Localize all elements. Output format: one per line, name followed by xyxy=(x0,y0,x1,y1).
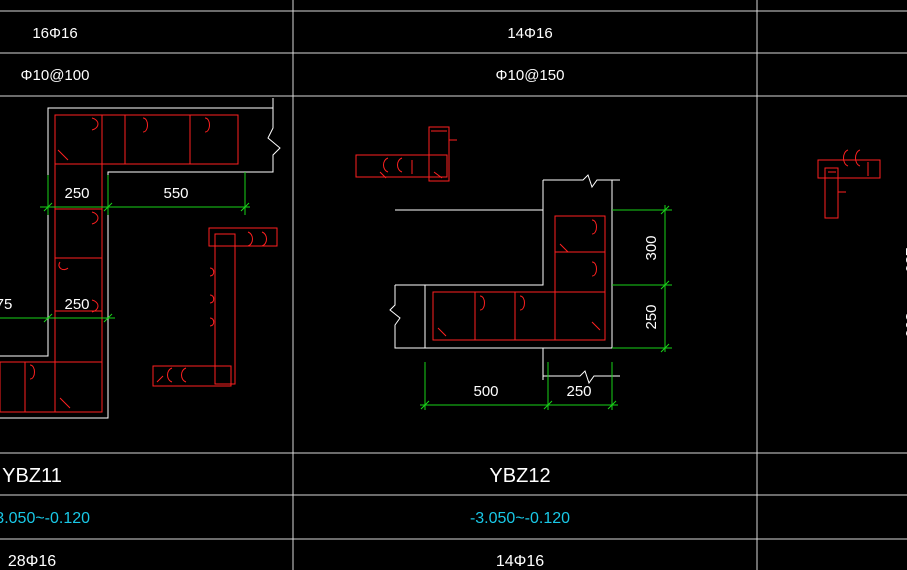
mini-bar xyxy=(824,167,839,219)
rebar-stirrups xyxy=(432,215,606,341)
ybz11-elevation: -3.050~-0.120 xyxy=(0,510,90,527)
outline-break xyxy=(543,370,620,385)
row2-col1-text: Φ10@100 xyxy=(21,67,90,84)
outline-edge xyxy=(424,180,612,349)
dim-ticks xyxy=(660,205,670,353)
ybz12-label: YBZ12 xyxy=(489,465,550,487)
outline-break xyxy=(389,285,425,349)
mini-bar xyxy=(208,227,278,247)
outline-edge xyxy=(0,107,273,357)
mini-hooks xyxy=(379,130,457,179)
stirrup xyxy=(54,114,103,413)
stirrup xyxy=(432,291,606,341)
ybz12-rebar-count: 14Φ16 xyxy=(496,553,544,570)
ybz11-label: YBZ11 xyxy=(2,465,62,487)
ybz11-rebar-count: 28Φ16 xyxy=(8,553,56,570)
rebar-stirrups xyxy=(0,114,239,413)
row2-col2-text: Φ10@150 xyxy=(496,67,565,84)
table-text: 16Φ16 14Φ16 Φ10@100 Φ10@150 YBZ11 YBZ12 … xyxy=(0,25,907,570)
mini-hooks xyxy=(156,231,267,383)
mini-bar xyxy=(355,154,448,178)
mini-hooks xyxy=(828,149,869,193)
dim-250-bottom: 250 xyxy=(566,383,591,400)
rebar-section-mini-3 xyxy=(817,149,881,219)
stirrup xyxy=(54,114,239,165)
mini-bar xyxy=(152,365,232,387)
outline-break xyxy=(543,174,620,189)
dim-300-right: 300 xyxy=(902,312,907,337)
dim-ticks xyxy=(43,313,113,323)
mini-bar xyxy=(214,233,236,385)
concrete-outline xyxy=(0,98,281,419)
row1-col1-text: 16Φ16 xyxy=(32,25,77,42)
rebar-section-mini-1 xyxy=(152,227,278,387)
dim-250-mid: 250 xyxy=(64,296,89,313)
dim-300: 300 xyxy=(643,235,660,260)
mini-bar xyxy=(428,126,450,182)
dim-250-top: 250 xyxy=(64,185,89,202)
dim-550: 550 xyxy=(163,185,188,202)
stirrup xyxy=(554,215,606,341)
dim-250-right: 250 xyxy=(902,247,907,272)
dim-75: 75 xyxy=(0,296,12,313)
stirrup-hooks xyxy=(29,117,210,409)
detail-ybz11[interactable] xyxy=(0,98,281,419)
dim-ticks xyxy=(420,400,617,410)
detail-right-partial[interactable] xyxy=(817,149,881,219)
rebar-section-mini-2 xyxy=(355,126,457,182)
dim-250-side: 250 xyxy=(643,304,660,329)
ybz12-elevation: -3.050~-0.120 xyxy=(470,510,570,527)
stirrup xyxy=(0,361,103,413)
stirrup-hooks xyxy=(437,219,601,337)
dimension-lines xyxy=(420,205,672,410)
detail-ybz12[interactable] xyxy=(355,126,672,410)
outline-edge xyxy=(395,180,544,211)
dim-500: 500 xyxy=(473,383,498,400)
concrete-outline xyxy=(389,174,620,385)
dim-ticks xyxy=(43,202,250,212)
outline-edge-break xyxy=(0,108,281,419)
dimension-lines xyxy=(0,172,250,323)
mini-bar xyxy=(817,159,881,179)
row1-col2-text: 14Φ16 xyxy=(507,25,552,42)
